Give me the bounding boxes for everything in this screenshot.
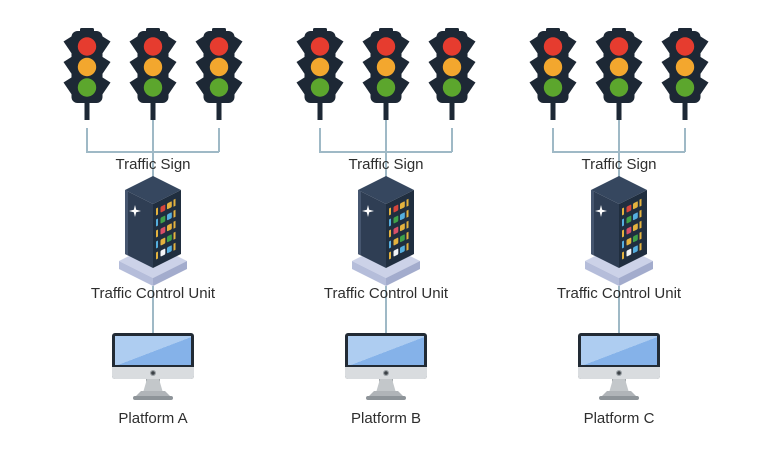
traffic-light-icon xyxy=(63,27,111,124)
traffic-control-unit-label: Traffic Control Unit xyxy=(323,285,449,302)
bracket-stub-left xyxy=(86,128,88,152)
server-icon xyxy=(115,175,191,287)
traffic-light-row xyxy=(296,27,476,124)
traffic-light-icon xyxy=(595,27,643,124)
connector-sign-to-unit xyxy=(618,120,620,179)
platform-label: Platform B xyxy=(350,410,422,427)
traffic-light-row xyxy=(63,27,243,124)
traffic-light-icon xyxy=(362,27,410,124)
platform-group: Traffic Sign Traffic Control Unit Platfo… xyxy=(268,0,504,459)
bracket-stub-left xyxy=(552,128,554,152)
traffic-sign-label: Traffic Sign xyxy=(348,156,424,173)
platform-label: Platform A xyxy=(118,410,188,427)
traffic-light-row xyxy=(529,27,709,124)
traffic-light-icon xyxy=(661,27,709,124)
platform-group: Traffic Sign Traffic Control Unit Platfo… xyxy=(501,0,737,459)
connector-sign-to-unit xyxy=(152,120,154,179)
bracket-stub-right xyxy=(451,128,453,152)
monitor-icon xyxy=(578,333,660,401)
traffic-light-icon xyxy=(129,27,177,124)
traffic-light-icon xyxy=(428,27,476,124)
platform-group: Traffic Sign Traffic Control Unit Platfo… xyxy=(35,0,271,459)
connector-unit-to-platform xyxy=(618,286,620,333)
connector-sign-to-unit xyxy=(385,120,387,179)
server-icon xyxy=(581,175,657,287)
traffic-control-unit-label: Traffic Control Unit xyxy=(556,285,682,302)
platform-label: Platform C xyxy=(583,410,655,427)
traffic-sign-label: Traffic Sign xyxy=(115,156,191,173)
connector-unit-to-platform xyxy=(152,286,154,333)
monitor-icon xyxy=(112,333,194,401)
monitor-icon xyxy=(345,333,427,401)
traffic-light-icon xyxy=(296,27,344,124)
traffic-light-icon xyxy=(195,27,243,124)
bracket-stub-right xyxy=(218,128,220,152)
traffic-control-unit-label: Traffic Control Unit xyxy=(90,285,216,302)
connector-unit-to-platform xyxy=(385,286,387,333)
bracket-stub-right xyxy=(684,128,686,152)
traffic-sign-label: Traffic Sign xyxy=(581,156,657,173)
bracket-stub-left xyxy=(319,128,321,152)
server-icon xyxy=(348,175,424,287)
traffic-light-icon xyxy=(529,27,577,124)
